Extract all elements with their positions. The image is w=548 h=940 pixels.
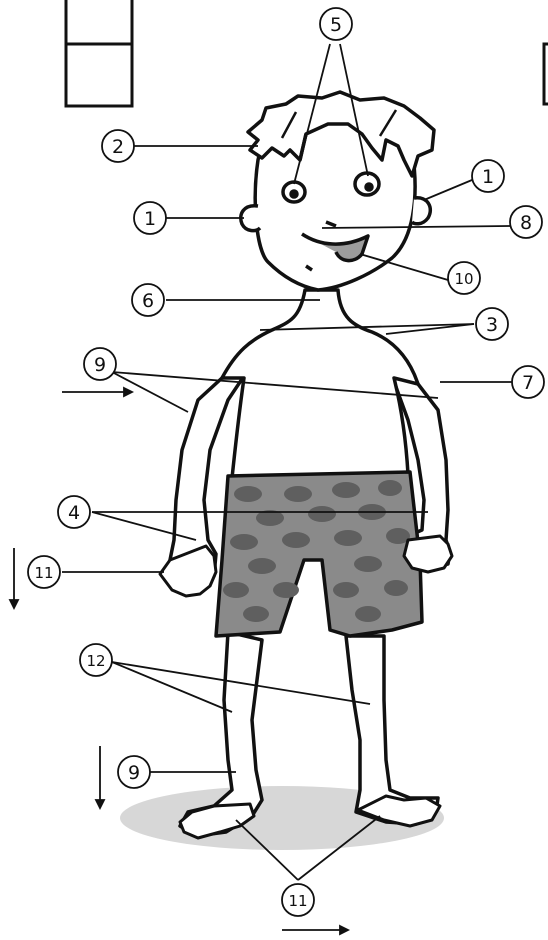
right-hand	[404, 536, 452, 572]
top-left-box	[66, 0, 132, 106]
svg-text:4: 4	[68, 502, 80, 524]
marker-4: 4	[58, 496, 90, 528]
svg-text:7: 7	[522, 372, 534, 394]
svg-text:9: 9	[128, 762, 140, 784]
svg-text:6: 6	[142, 290, 154, 312]
svg-text:1: 1	[144, 208, 156, 230]
marker-10: 10	[448, 262, 480, 294]
marker-9-upper: 9	[84, 348, 116, 380]
svg-text:3: 3	[486, 314, 498, 336]
marker-5-top: 5	[320, 8, 352, 40]
marker-3: 3	[476, 308, 508, 340]
marker-11-bottom: 11	[282, 884, 314, 916]
shorts	[216, 472, 422, 636]
svg-text:8: 8	[520, 212, 532, 234]
svg-text:9: 9	[94, 354, 106, 376]
marker-6: 6	[132, 284, 164, 316]
svg-text:11: 11	[34, 564, 53, 582]
marker-1-right: 1	[472, 160, 504, 192]
arrow-down-11	[10, 548, 18, 608]
left-hand	[160, 546, 216, 596]
marker-11-left: 11	[28, 556, 60, 588]
svg-text:5: 5	[330, 14, 342, 36]
marker-9-lower: 9	[118, 756, 150, 788]
svg-text:10: 10	[454, 270, 473, 288]
marker-8: 8	[510, 206, 542, 238]
svg-text:2: 2	[112, 136, 124, 158]
arrow-right-11	[282, 926, 348, 934]
svg-text:1: 1	[482, 166, 494, 188]
head	[241, 92, 434, 290]
arrow-down-9	[96, 746, 104, 808]
svg-text:12: 12	[86, 652, 105, 670]
svg-text:11: 11	[288, 892, 307, 910]
marker-1-left: 1	[134, 202, 166, 234]
top-right-box-fragment	[544, 44, 548, 104]
marker-12: 12	[80, 644, 112, 676]
arrow-right-9	[62, 388, 132, 396]
right-ear	[412, 198, 430, 224]
marker-2: 2	[102, 130, 134, 162]
marker-7: 7	[512, 366, 544, 398]
